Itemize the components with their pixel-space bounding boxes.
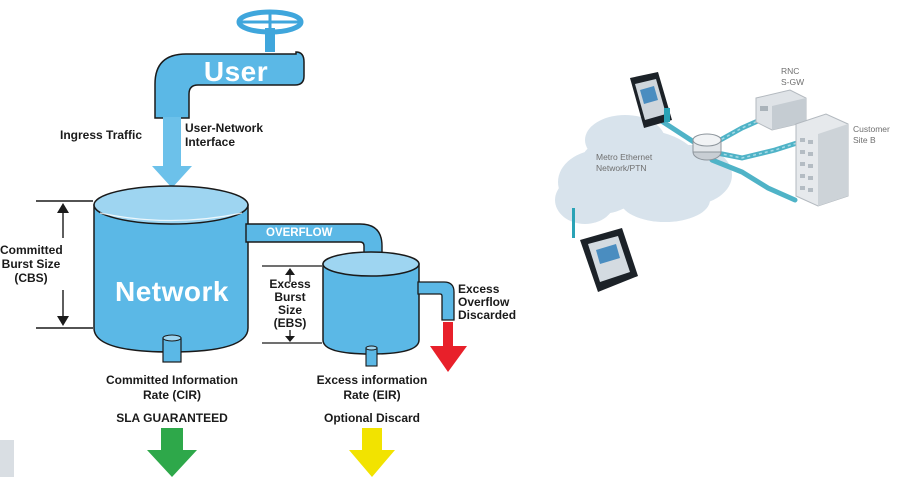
tap-user-label: User	[203, 56, 269, 87]
excess-discard-line2: Overflow	[458, 295, 510, 309]
uni-label-line2: Interface	[185, 135, 236, 149]
ebs-bracket	[262, 265, 322, 344]
cbs-label-line2: Burst Size	[1, 257, 61, 271]
excess-discard-arrow	[430, 322, 467, 372]
sla-guaranteed-label: SLA GUARANTEED	[116, 411, 228, 425]
rnc-building-icon	[755, 89, 807, 131]
ebs-label-line1: Excess	[269, 277, 311, 291]
cir-label-line1: Committed Information	[106, 373, 238, 387]
excess-tank	[322, 251, 455, 367]
metro-cloud-icon	[555, 115, 732, 224]
network-tank	[93, 185, 249, 363]
router-icon	[692, 133, 722, 161]
cloud-label-line2: Network/PTN	[596, 163, 647, 173]
optional-discard-label: Optional Discard	[323, 411, 421, 425]
customer-site-building-icon	[795, 113, 849, 207]
site-label-line1: Customer	[853, 124, 890, 134]
cir-label-line2: Rate (CIR)	[142, 388, 201, 402]
faucet-pipe	[154, 51, 305, 119]
overflow-label: OVERFLOW	[266, 227, 333, 239]
network-tank-label: Network	[115, 276, 229, 307]
eir-label-line2: Rate (EIR)	[343, 388, 401, 402]
network-photo	[555, 50, 897, 350]
test-device-bottom-icon	[572, 208, 638, 292]
site-label-line2: Site B	[853, 135, 876, 145]
rnc-label-line1: RNC	[781, 66, 800, 76]
eir-yellow-arrow	[349, 428, 395, 477]
cloud-label-line1: Metro Ethernet	[596, 152, 653, 162]
cbs-label-line3: (CBS)	[14, 271, 48, 285]
ebs-label-line4: (EBS)	[273, 316, 307, 330]
uni-label-line1: User-Network	[185, 121, 264, 135]
corner-artifact	[0, 440, 14, 477]
cbs-label-line1: Committed	[0, 243, 63, 257]
excess-discard-line1: Excess	[458, 282, 500, 296]
ebs-label-line3: Size	[277, 303, 302, 317]
ebs-label-line2: Burst	[274, 290, 306, 304]
test-device-top-icon	[630, 72, 672, 128]
ingress-traffic-label: Ingress Traffic	[60, 128, 143, 142]
eir-label-line1: Excess information	[316, 373, 428, 387]
ingress-arrow	[152, 117, 192, 188]
valve-wheel-icon	[236, 9, 304, 52]
excess-discard-line3: Discarded	[458, 308, 517, 322]
cbs-bracket	[36, 200, 93, 329]
rnc-label-line2: S-GW	[781, 77, 805, 87]
cir-green-arrow	[147, 428, 197, 477]
